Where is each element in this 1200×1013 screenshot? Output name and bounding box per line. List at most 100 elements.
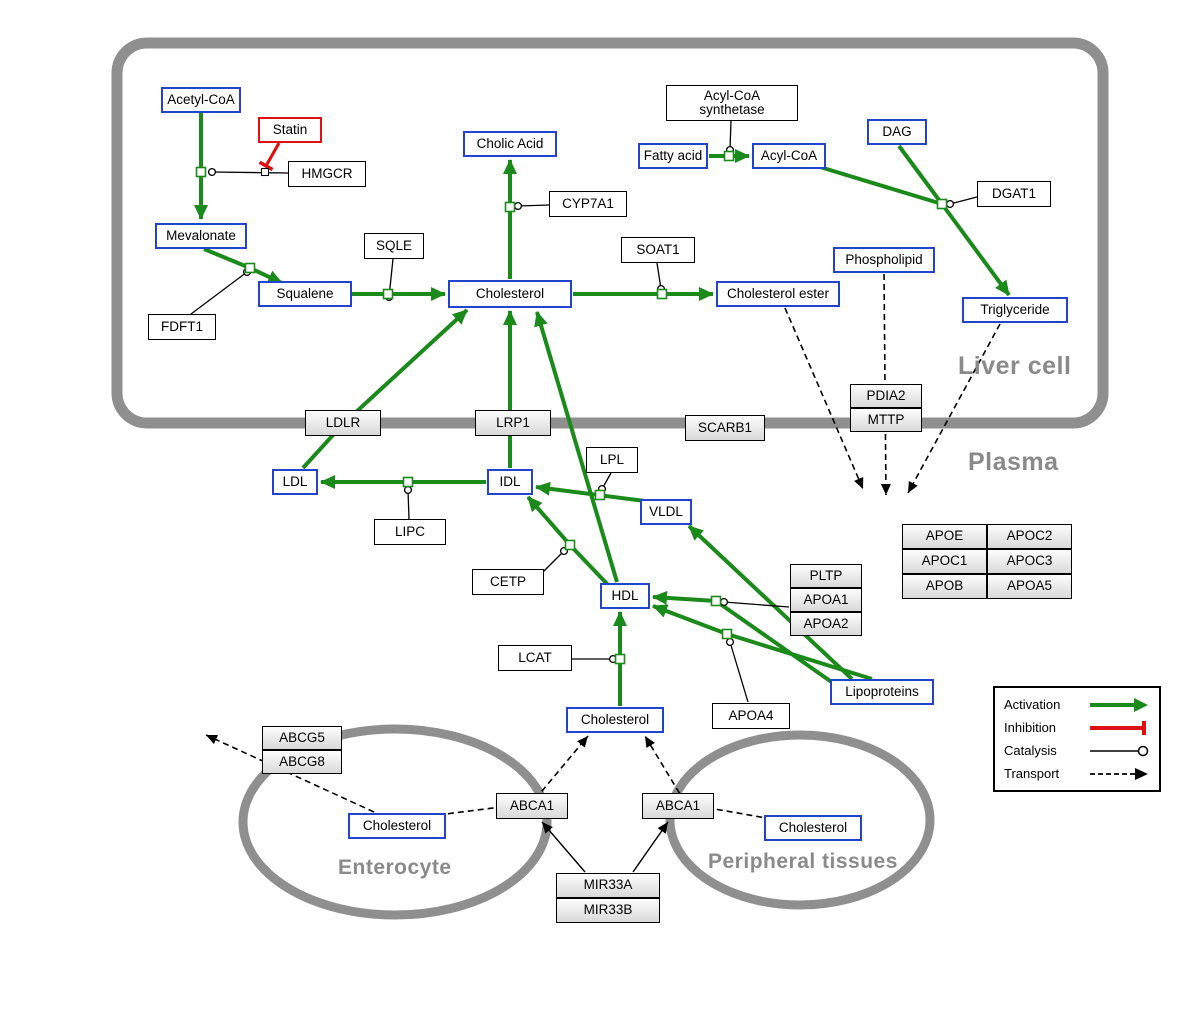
legend-row-transport: Transport [1004, 765, 1150, 783]
legend-row-inhibition: Inhibition [1004, 719, 1150, 737]
node-lcat[interactable]: LCAT [498, 645, 572, 671]
edge-acylcoa-to-dgat1-node [819, 165, 943, 206]
catalysis-cyp7a1 [513, 201, 550, 211]
liver-cell-label: Liver cell [958, 352, 1072, 380]
node-lipoproteins[interactable]: Lipoproteins [830, 679, 934, 705]
edge-lipoproteins-to-vldl [687, 524, 854, 681]
catalysis-apoa4 [725, 637, 749, 703]
acyl-coa-synthetase-line1: Acyl-CoA [703, 87, 761, 103]
transport-triglyceride-to-lipoprotein-assembly [907, 323, 1001, 494]
edge-dag-to-dgat1-node [897, 144, 944, 206]
node-hmgcr[interactable]: HMGCR [288, 161, 366, 187]
node-mir33b[interactable]: MIR33B [556, 898, 660, 923]
node-statin[interactable]: Statin [258, 117, 322, 143]
node-fatty-acid[interactable]: Fatty acid [638, 143, 708, 169]
node-acetyl-coa[interactable]: Acetyl-CoA [161, 87, 241, 113]
node-hdl[interactable]: HDL [600, 583, 650, 609]
node-cholesterol-plasma[interactable]: Cholesterol [566, 707, 664, 733]
enterocyte-label: Enterocyte [338, 856, 452, 879]
node-cholesterol-liver[interactable]: Cholesterol [448, 280, 572, 308]
node-acyl-coa[interactable]: Acyl-CoA [752, 143, 826, 169]
legend-row-catalysis: Catalysis [1004, 742, 1150, 760]
node-mevalonate[interactable]: Mevalonate [155, 223, 247, 249]
inhibition-statin-hmgcr [258, 142, 281, 172]
plasma-label: Plasma [968, 448, 1059, 476]
node-apoa2[interactable]: APOA2 [790, 612, 862, 636]
node-scarb1[interactable]: SCARB1 [685, 415, 765, 441]
catalysis-acylcoa-synthetase [725, 120, 735, 155]
activation-arrow-icon [1090, 697, 1148, 712]
node-vldl[interactable]: VLDL [640, 499, 692, 525]
legend-catalysis-label: Catalysis [1004, 743, 1057, 758]
edge-dgat1-node-to-triglyceride [940, 202, 1011, 297]
node-mir33a[interactable]: MIR33A [556, 873, 660, 898]
node-ldl[interactable]: LDL [272, 469, 318, 495]
catalysis-hmgcr [207, 167, 289, 177]
reaction-anchors [195, 150, 948, 665]
inhibition-tbar-icon [1090, 720, 1146, 735]
node-triglyceride[interactable]: Triglyceride [962, 297, 1068, 323]
transport-cholesterolester-to-lipoprotein-assembly [784, 307, 864, 490]
node-sqle[interactable]: SQLE [364, 233, 424, 259]
node-mttp[interactable]: MTTP [850, 408, 922, 432]
node-cholesterol-enterocyte[interactable]: Cholesterol [348, 813, 446, 839]
node-cetp[interactable]: CETP [472, 569, 544, 595]
node-pltp[interactable]: PLTP [790, 564, 862, 588]
node-ldlr[interactable]: LDLR [305, 410, 381, 436]
node-lpl[interactable]: LPL [586, 447, 638, 473]
node-lrp1[interactable]: LRP1 [475, 410, 551, 436]
legend-transport-label: Transport [1004, 766, 1060, 781]
node-squalene[interactable]: Squalene [258, 281, 352, 307]
node-apoa4[interactable]: APOA4 [712, 703, 790, 729]
node-fdft1[interactable]: FDFT1 [148, 314, 216, 340]
node-phospholipid[interactable]: Phospholipid [833, 247, 935, 273]
node-cyp7a1[interactable]: CYP7A1 [549, 191, 627, 217]
node-apob[interactable]: APOB [902, 574, 987, 599]
catalysis-dgat1 [945, 196, 978, 209]
arrow-mir33-to-abca1-peripheral [632, 821, 669, 873]
node-idl[interactable]: IDL [487, 469, 533, 495]
catalysis-lipc [403, 485, 413, 520]
edge-mevalonate-to-squalene [203, 247, 283, 285]
node-abca1-enterocyte[interactable]: ABCA1 [496, 793, 568, 819]
legend-row-activation: Activation [1004, 696, 1150, 714]
node-abcg5[interactable]: ABCG5 [262, 726, 342, 750]
node-acyl-coa-synthetase[interactable]: Acyl-CoA synthetase [666, 85, 798, 121]
node-apoc1[interactable]: APOC1 [902, 549, 987, 574]
node-apoe[interactable]: APOE [902, 524, 987, 549]
node-apoc2[interactable]: APOC2 [987, 524, 1072, 549]
node-cholic-acid[interactable]: Cholic Acid [463, 131, 557, 157]
node-dgat1[interactable]: DGAT1 [977, 181, 1051, 207]
statin-anchor-square [260, 167, 270, 177]
catalysis-cetp [542, 546, 569, 573]
edge-ldl-uptake-ldlr [301, 308, 469, 470]
catalysis-soat1 [656, 262, 666, 294]
node-soat1[interactable]: SOAT1 [621, 237, 695, 263]
node-abcg8[interactable]: ABCG8 [262, 750, 342, 774]
peripheral-tissues-membrane [665, 730, 935, 910]
legend: Activation Inhibition Catalysis Transpor… [993, 686, 1161, 792]
edge-hdl-uptake-liver [534, 311, 619, 583]
transport-peripheral-cholesterol-efflux [644, 735, 773, 820]
arrow-mir33-to-abca1-enterocyte [541, 821, 586, 873]
node-apoc3[interactable]: APOC3 [987, 549, 1072, 574]
legend-activation-label: Activation [1004, 697, 1061, 712]
node-dag[interactable]: DAG [867, 119, 927, 145]
node-pdia2[interactable]: PDIA2 [850, 384, 922, 408]
node-abca1-peripheral[interactable]: ABCA1 [642, 793, 714, 819]
catalysis-fdft1 [190, 267, 252, 315]
catalysis-lpl [597, 472, 612, 494]
catalysis-pltp-apoa1-apoa2 [719, 597, 790, 608]
liver-cell-membrane [111, 37, 1109, 429]
node-cholesterol-peripheral[interactable]: Cholesterol [764, 815, 862, 841]
node-apoa5[interactable]: APOA5 [987, 574, 1072, 599]
catalysis-circle-icon [1090, 745, 1149, 756]
node-apoa1[interactable]: APOA1 [790, 588, 862, 612]
transport-dashed-arrow-icon [1090, 767, 1148, 780]
peripheral-tissues-label: Peripheral tissues [708, 850, 898, 873]
node-cholesterol-ester[interactable]: Cholesterol ester [716, 281, 840, 307]
node-lipc[interactable]: LIPC [374, 519, 446, 545]
acyl-coa-synthetase-line2: synthetase [699, 102, 765, 117]
